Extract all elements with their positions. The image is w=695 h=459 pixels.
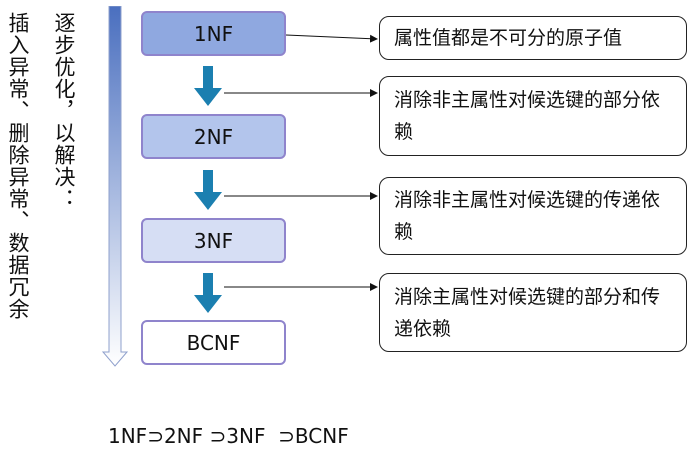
desc-box-bcnf: 消除主属性对候选键的部分和传递依赖 bbox=[379, 273, 687, 352]
subset-relation: 1NF⊃2NF ⊃3NF ⊃BCNF bbox=[108, 424, 349, 448]
side-text-column-2: 插入异常、删除异常、数据冗余 bbox=[6, 12, 30, 320]
desc-box-1nf: 属性值都是不可分的原子值 bbox=[379, 16, 687, 60]
desc-box-2nf: 消除非主属性对候选键的部分依赖 bbox=[379, 76, 687, 156]
progression-arrow bbox=[101, 6, 129, 367]
flow-arrow-1nf-2nf bbox=[194, 66, 222, 106]
desc-box-3nf: 消除非主属性对候选键的传递依赖 bbox=[379, 177, 687, 255]
nf-box-1nf: 1NF bbox=[141, 11, 286, 56]
nf-box-bcnf: BCNF bbox=[141, 320, 286, 365]
nf-box-2nf: 2NF bbox=[141, 114, 286, 159]
nf-box-3nf: 3NF bbox=[141, 218, 286, 263]
side-text-column-1: 逐步优化，以解决： bbox=[52, 12, 76, 210]
flow-arrow-2nf-3nf bbox=[194, 170, 222, 210]
flow-arrow-3nf-bcnf bbox=[194, 273, 222, 313]
connector-1 bbox=[285, 34, 378, 43]
